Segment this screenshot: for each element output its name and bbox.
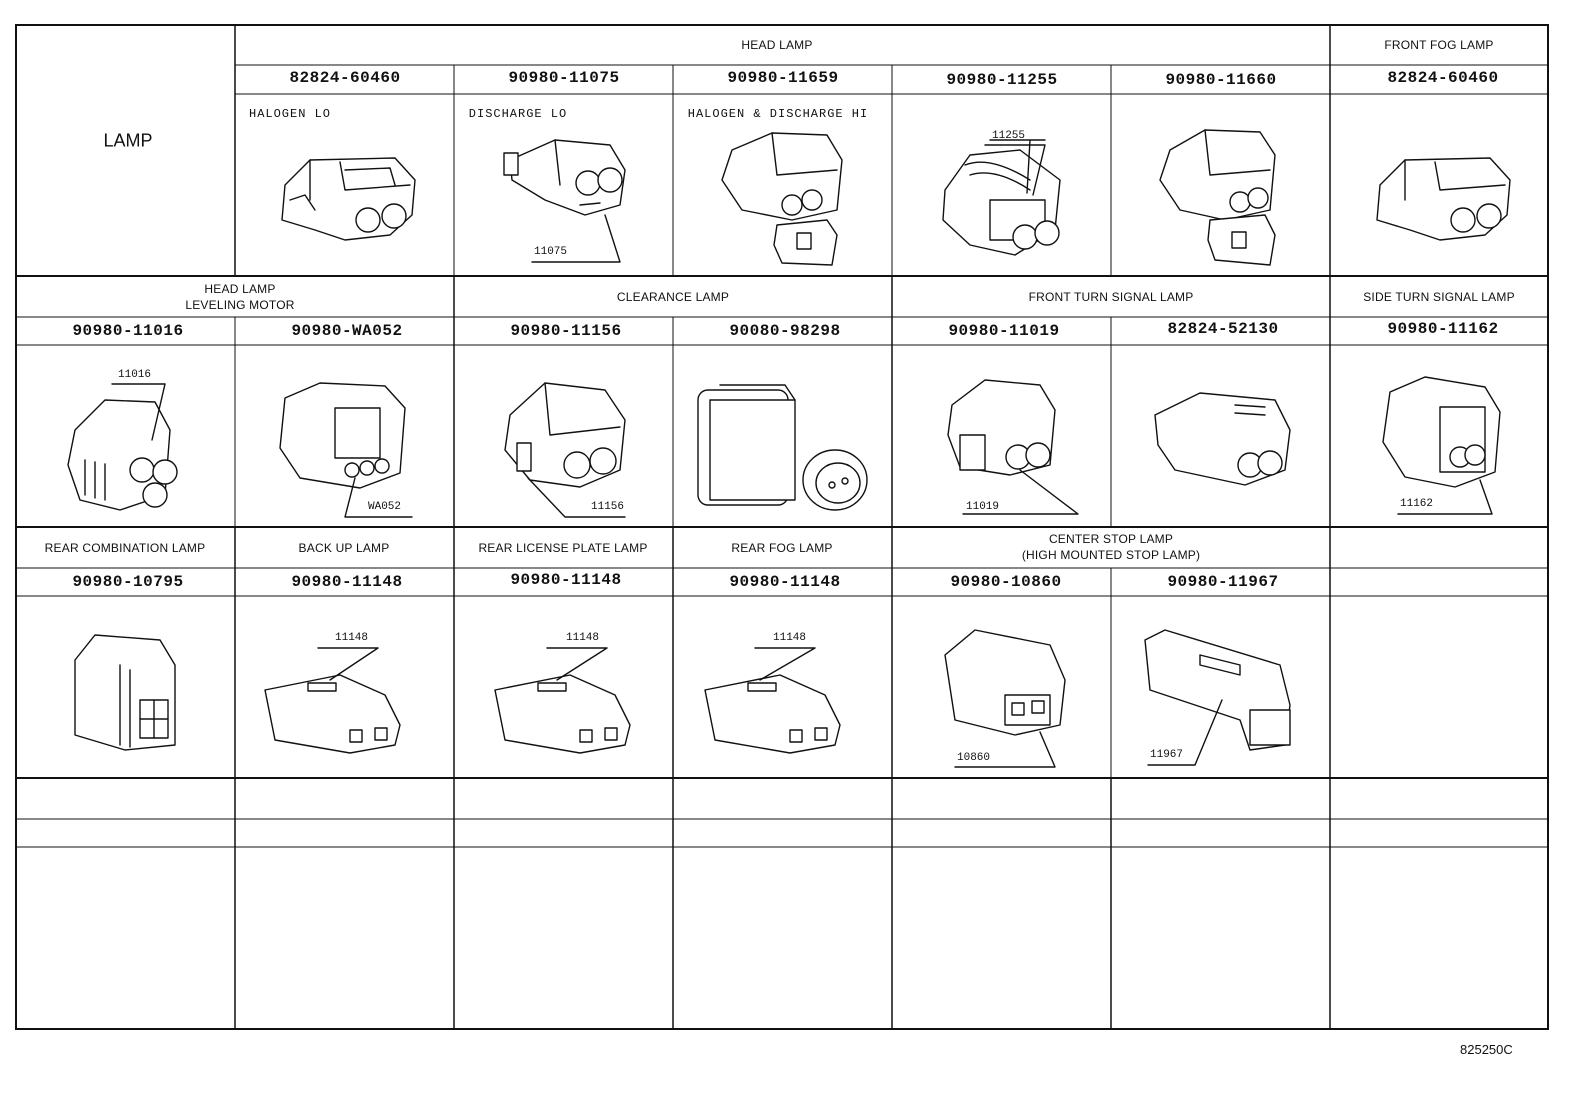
part-number: 90980-11148 [510,571,622,589]
connector-icon [1144,629,1291,751]
connector-icon [942,139,1061,256]
part-number: 82824-60460 [289,69,401,87]
callout-label: 11156 [591,501,625,513]
section-line: HEAD LAMP [204,282,276,296]
connector-icon [264,674,401,754]
figure-code: 825250C [1460,1042,1513,1057]
callout-label: 11162 [1400,498,1434,510]
connector-icon [279,382,406,489]
connector-icon [1376,157,1511,241]
part-number: 90980-11162 [1387,320,1499,338]
part-number: 90980-11255 [946,71,1058,89]
part-number: 90980-11967 [1167,573,1279,591]
part-number: 90980-11075 [508,69,620,87]
part-number: 82824-52130 [1167,320,1279,338]
connector-sublabel: HALOGEN LO [248,107,332,121]
connector-icon [1159,129,1276,266]
section-rear-fog-lamp: REAR FOG LAMP [731,541,833,555]
part-number: 90980-10795 [72,573,184,591]
part-number: 90980-11659 [727,69,839,87]
callout-label: 11019 [966,501,1000,513]
connector-icon [74,634,176,751]
connector-icon [67,399,178,511]
part-number: 90980-11148 [729,573,841,591]
section-front-fog-lamp: FRONT FOG LAMP [1384,38,1494,52]
part-number: 82824-60460 [1387,69,1499,87]
connector-sublabel: HALOGEN & DISCHARGE HI [687,107,869,121]
part-number: 90980-11660 [1165,71,1277,89]
connector-icon [697,384,868,511]
part-number: 90980-11016 [72,322,184,340]
section-side-turn-signal-lamp: SIDE TURN SIGNAL LAMP [1363,290,1515,304]
connector-icon [1382,376,1501,488]
lamp-label: LAMP [103,130,153,151]
section-head-lamp-leveling-motor: HEAD LAMP LEVELING MOTOR [185,281,294,313]
connector-icon [721,132,843,266]
callout-label: 11016 [118,369,152,381]
connector-icon [494,674,631,754]
connector-icon [944,629,1066,736]
connector-icon [503,139,626,216]
section-line: (HIGH MOUNTED STOP LAMP) [1021,548,1201,562]
connector-icon [504,382,626,488]
callout-label: 11075 [534,246,568,258]
callout-label: 11148 [566,632,600,644]
callout-label: WA052 [368,501,402,513]
section-head-lamp: HEAD LAMP [741,38,813,52]
connector-icon [704,674,841,754]
part-number: 90980-10860 [950,573,1062,591]
connector-icon [1154,392,1291,486]
section-rear-license-plate-lamp: REAR LICENSE PLATE LAMP [478,541,648,555]
section-center-stop-lamp: CENTER STOP LAMP (HIGH MOUNTED STOP LAMP… [1022,531,1200,563]
connector-icon [947,379,1056,476]
part-number: 90980-11148 [291,573,403,591]
section-front-turn-signal-lamp: FRONT TURN SIGNAL LAMP [1028,290,1194,304]
callout-label: 11967 [1150,749,1184,761]
callout-label: 11255 [992,130,1026,142]
callout-label: 11148 [335,632,369,644]
section-rear-combination-lamp: REAR COMBINATION LAMP [44,541,206,555]
section-line: LEVELING MOTOR [185,298,295,312]
connector-icon [281,157,416,241]
section-back-up-lamp: BACK UP LAMP [298,541,390,555]
section-clearance-lamp: CLEARANCE LAMP [616,290,730,304]
callout-label: 11148 [773,632,807,644]
part-number: 90980-11156 [510,322,622,340]
connector-sublabel: DISCHARGE LO [468,107,568,121]
part-number: 90080-98298 [729,322,841,340]
part-number: 90980-11019 [948,322,1060,340]
callout-label: 10860 [957,752,991,764]
part-number: 90980-WA052 [291,322,403,340]
section-line: CENTER STOP LAMP [1048,532,1174,546]
